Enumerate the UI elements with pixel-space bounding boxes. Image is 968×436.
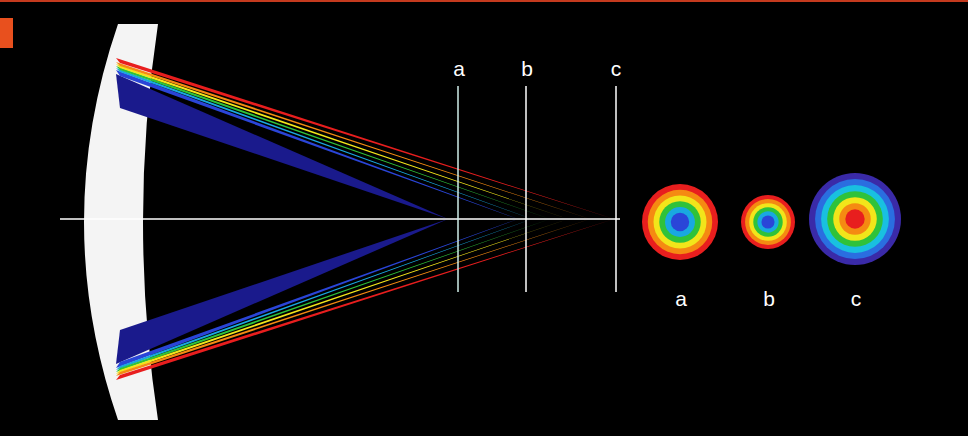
spot-ring [815,179,895,259]
spot-ring [659,201,700,242]
spot-ring [745,199,791,245]
ray-band [116,62,590,219]
spot-label: c [851,288,862,309]
ray-band [116,68,532,219]
optical-axis [60,218,620,220]
ray-band [116,219,532,370]
ray-band [116,64,568,219]
ray-band [116,58,614,219]
ray-band [116,219,590,376]
spot-ring [845,209,864,228]
ray-band [116,219,448,364]
spot-ring [757,211,778,232]
spot-ring [833,197,877,241]
spot-ring [749,203,787,241]
ray-band [116,74,448,219]
plane-line [615,86,617,292]
plane-label: a [453,58,465,79]
ray-band [116,219,614,380]
spot-ring [671,213,689,231]
plane-label: c [611,58,622,79]
ray-band [116,219,550,372]
spot-ring [761,215,774,228]
spot-ring [821,185,889,253]
top-rule [0,0,968,2]
plane-line [525,86,527,292]
ray-band [116,66,550,219]
spot-ring [827,191,883,247]
spot-ring [809,173,901,265]
spot-ring [839,203,870,234]
spot-ring [654,196,707,249]
spot-ring [753,207,782,236]
spot-ring [665,207,695,237]
spot-ring [642,184,718,260]
spot-ring [741,195,795,249]
corner-tab [0,18,13,48]
spot-label: b [763,288,775,309]
plane-label: b [521,58,533,79]
ray-band [116,219,568,374]
blur-spots [642,173,901,265]
spot-ring [648,190,712,254]
plane-line [457,86,459,292]
spot-label: a [675,288,687,309]
